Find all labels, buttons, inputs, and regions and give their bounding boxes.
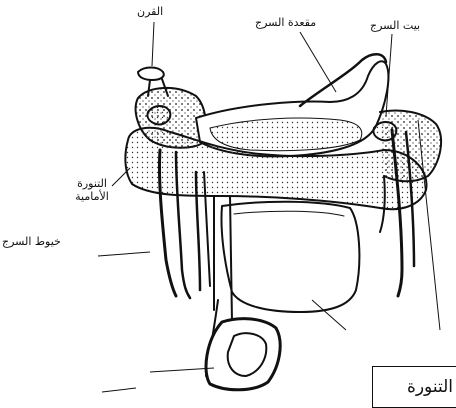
horn-shape xyxy=(138,68,164,81)
leader-stirrup xyxy=(150,368,214,372)
fender xyxy=(221,202,359,312)
leader-horn xyxy=(152,22,154,66)
leader-strings xyxy=(98,252,150,256)
saddle-drawing xyxy=(125,54,441,390)
boxed-label-text: التنورة xyxy=(407,377,453,397)
label-horn: القرن xyxy=(137,5,163,18)
seat-tooling xyxy=(210,118,362,151)
label-seat: مقعدة السرج xyxy=(255,16,316,29)
label-cantle: بيت السرج xyxy=(370,19,420,32)
leader-bottom xyxy=(102,388,136,392)
boxed-label: التنورة xyxy=(372,366,456,408)
rear-rosette xyxy=(373,122,396,140)
label-saddle-strings: خيوط السرج xyxy=(2,235,61,248)
front-rosette xyxy=(147,106,170,124)
leader-seat xyxy=(300,32,336,92)
label-front-skirt: التنورة الأمامية xyxy=(60,177,124,203)
